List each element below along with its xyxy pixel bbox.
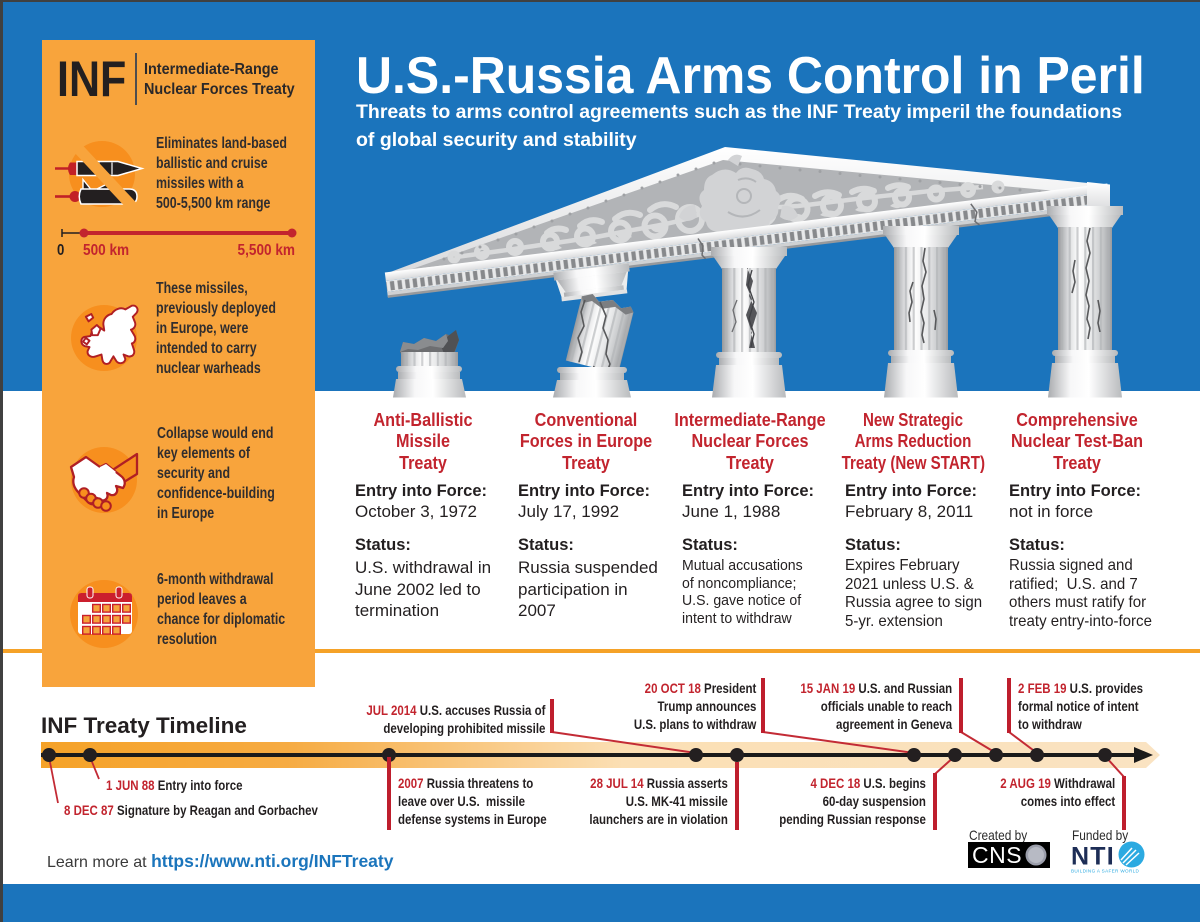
svg-text:BUILDING A SAFER WORLD: BUILDING A SAFER WORLD <box>1071 869 1140 874</box>
svg-text:CNS: CNS <box>972 842 1022 868</box>
svg-text:NTI: NTI <box>1071 843 1115 871</box>
